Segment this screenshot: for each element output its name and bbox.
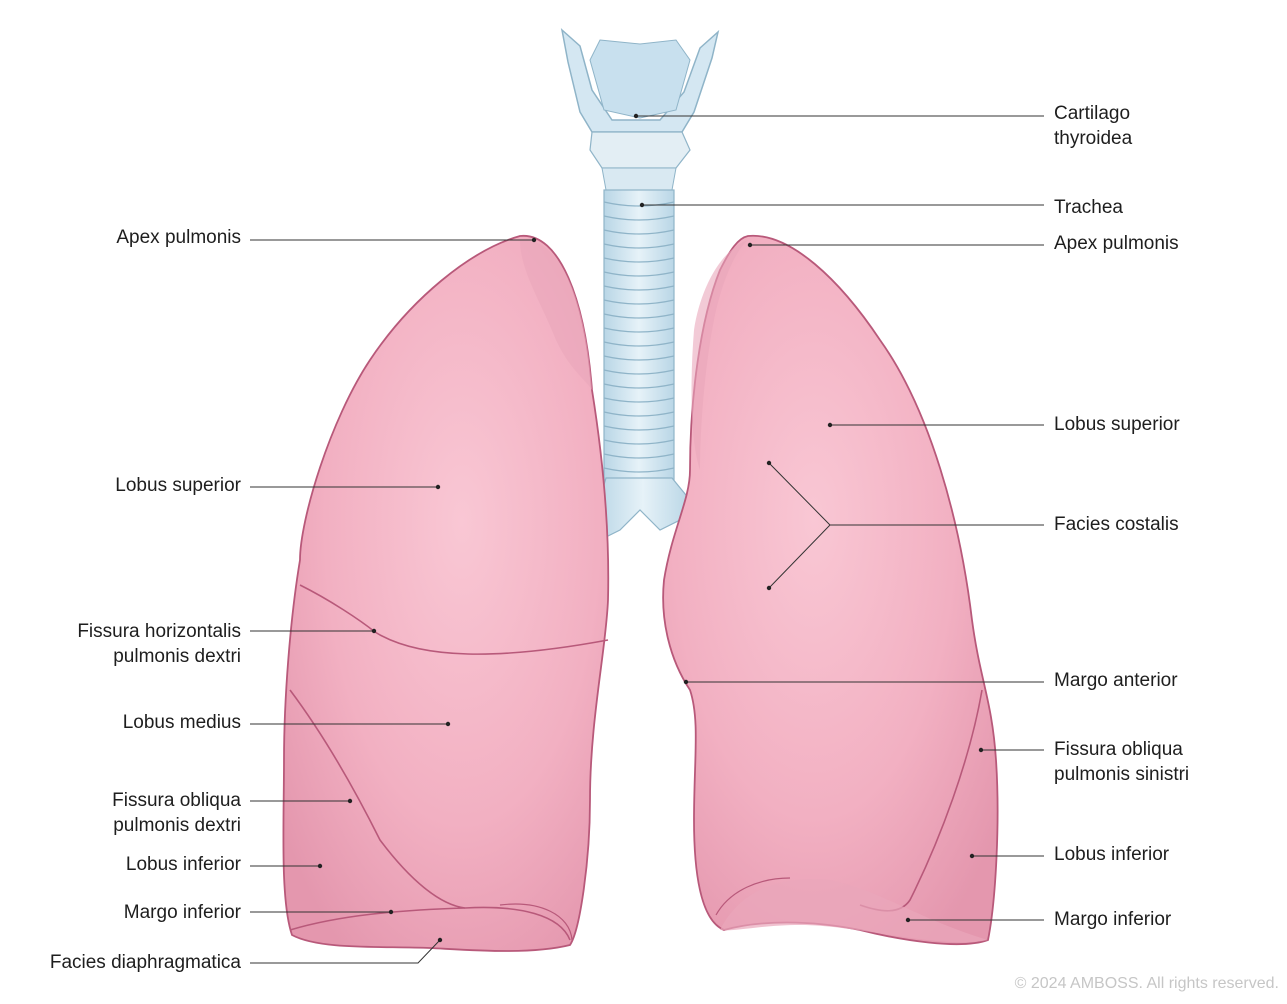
- label-line: Fissura horizontalis: [77, 621, 241, 642]
- label-fissura-obliqua-dextri: Fissura obliqua pulmonis dextri: [112, 788, 241, 838]
- label-apex-pulmonis-left: Apex pulmonis: [116, 227, 241, 248]
- label-line: pulmonis dextri: [113, 815, 241, 836]
- leader-lines: [250, 115, 1044, 964]
- label-line: pulmonis sinistri: [1054, 764, 1190, 785]
- label-margo-inferior-right: Margo inferior: [1054, 909, 1172, 930]
- label-trachea: Trachea: [1054, 197, 1123, 218]
- label-line: Fissura obliqua: [1054, 739, 1183, 760]
- label-lobus-superior-left: Lobus superior: [115, 475, 241, 496]
- thyroid-cartilage: [560, 27, 720, 191]
- label-line: Cartilago: [1054, 103, 1131, 124]
- label-margo-inferior-left: Margo inferior: [123, 902, 241, 923]
- label-lobus-inferior-right: Lobus inferior: [1054, 844, 1170, 865]
- label-apex-pulmonis-right: Apex pulmonis: [1054, 233, 1179, 254]
- label-line: thyroidea: [1054, 128, 1133, 149]
- label-cartilago-thyroidea: Cartilago thyroidea: [1054, 101, 1132, 151]
- label-line: Fissura obliqua: [112, 790, 241, 811]
- label-line: pulmonis dextri: [113, 646, 241, 667]
- copyright-notice: © 2024 AMBOSS. All rights reserved.: [1014, 975, 1279, 992]
- label-lobus-inferior-left: Lobus inferior: [125, 854, 241, 875]
- leader-dots: [317, 113, 984, 943]
- label-margo-anterior: Margo anterior: [1054, 670, 1178, 691]
- label-lobus-superior-right: Lobus superior: [1054, 414, 1180, 435]
- label-lobus-medius: Lobus medius: [122, 712, 241, 733]
- left-lung: [662, 235, 999, 945]
- label-fissura-horizontalis: Fissura horizontalis pulmonis dextri: [77, 619, 241, 669]
- label-fissura-obliqua-sinistri: Fissura obliqua pulmonis sinistri: [1054, 737, 1189, 787]
- label-facies-diaphragmatica: Facies diaphragmatica: [49, 952, 241, 973]
- trachea-rings: [595, 189, 691, 541]
- label-facies-costalis: Facies costalis: [1054, 514, 1179, 535]
- right-lung: [282, 235, 610, 952]
